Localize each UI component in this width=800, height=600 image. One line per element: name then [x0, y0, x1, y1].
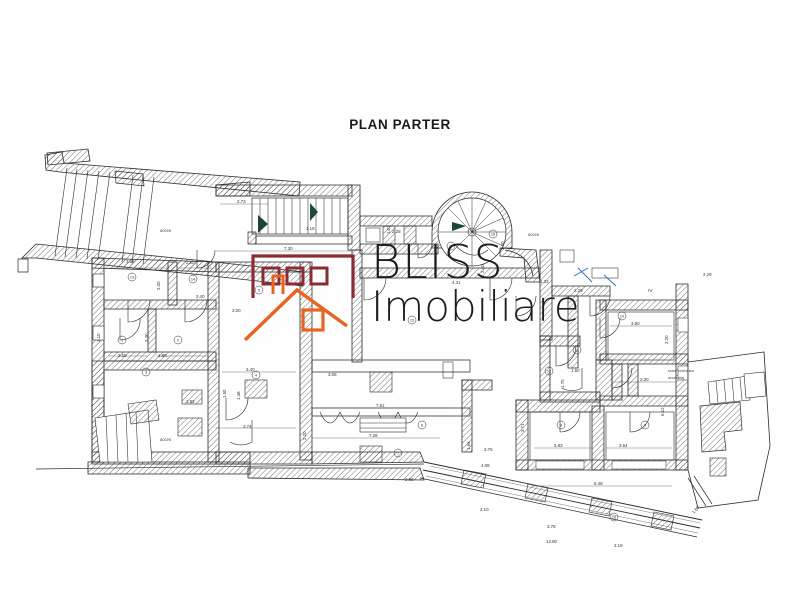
svg-text:1.48: 1.48 — [236, 391, 241, 400]
svg-text:8: 8 — [560, 424, 562, 428]
svg-text:2.86: 2.86 — [405, 477, 414, 482]
svg-text:1.32: 1.32 — [540, 279, 549, 284]
svg-text:3.00: 3.00 — [232, 308, 241, 313]
svg-text:4.31: 4.31 — [452, 280, 461, 285]
svg-text:3.30: 3.30 — [144, 333, 149, 342]
svg-text:3.40: 3.40 — [196, 294, 205, 299]
dimension-labels-vertical: 2.20 3.10 3.30 1.50 1.48 2.20 1.66 3.71 … — [96, 225, 701, 515]
south-boundary-wall — [35, 461, 703, 538]
central-spine-wall — [351, 249, 541, 363]
svg-text:1.80: 1.80 — [158, 353, 167, 358]
svg-text:2.10: 2.10 — [480, 507, 489, 512]
svg-text:1.66: 1.66 — [466, 441, 471, 450]
svg-text:3.80: 3.80 — [631, 321, 640, 326]
svg-text:10: 10 — [620, 315, 624, 319]
svg-text:1.50: 1.50 — [222, 389, 227, 398]
svg-text:4: 4 — [255, 374, 257, 378]
central-large-room — [311, 359, 493, 465]
right-rooms-block — [515, 283, 689, 471]
svg-text:2.28: 2.28 — [392, 229, 401, 234]
svg-text:3.55: 3.55 — [126, 259, 135, 264]
svg-text:17: 17 — [449, 245, 453, 249]
svg-text:2.20: 2.20 — [302, 431, 307, 440]
svg-text:1.92: 1.92 — [186, 399, 195, 404]
svg-text:13: 13 — [130, 276, 134, 280]
annotation-acces-ne: acces — [528, 232, 539, 237]
svg-text:2.20: 2.20 — [156, 281, 161, 290]
upper-corridor — [359, 215, 439, 259]
svg-text:1.50: 1.50 — [571, 368, 580, 373]
exterior-stair-court — [687, 351, 771, 509]
svg-text:2.73: 2.73 — [237, 199, 246, 204]
annotation-acces-nw: acces — [160, 228, 171, 233]
svg-text:14: 14 — [191, 278, 195, 282]
svg-text:18: 18 — [491, 233, 495, 237]
southwest-exterior-stair — [94, 399, 160, 463]
svg-text:3.64: 3.64 — [619, 443, 628, 448]
svg-text:3.74: 3.74 — [243, 424, 252, 429]
svg-text:3.83: 3.83 — [554, 443, 563, 448]
svg-text:3.08: 3.08 — [328, 372, 337, 377]
svg-text:1.70: 1.70 — [560, 379, 565, 388]
svg-text:1.07: 1.07 — [386, 225, 391, 234]
plan-annotations: acces acces acces IV scara exterioara ac… — [160, 228, 694, 442]
svg-text:1: 1 — [121, 339, 123, 343]
svg-text:6: 6 — [421, 424, 423, 428]
annotation-iv: IV — [648, 288, 653, 294]
svg-text:2.29: 2.29 — [703, 272, 712, 277]
svg-text:2.29: 2.29 — [574, 288, 583, 293]
svg-text:11: 11 — [575, 349, 579, 353]
svg-text:6.12: 6.12 — [660, 407, 665, 416]
svg-text:4.08: 4.08 — [481, 463, 490, 468]
svg-text:3.71: 3.71 — [520, 423, 525, 432]
svg-text:2.40: 2.40 — [480, 264, 485, 273]
svg-text:13.80: 13.80 — [546, 539, 558, 544]
svg-text:3.10: 3.10 — [96, 333, 101, 342]
svg-text:3.40: 3.40 — [246, 367, 255, 372]
svg-text:15: 15 — [410, 319, 414, 323]
annotation-scara-exterioara: scara exterioara — [668, 369, 694, 373]
svg-text:2.20: 2.20 — [186, 260, 195, 265]
svg-text:9: 9 — [644, 424, 646, 428]
svg-text:2: 2 — [177, 339, 179, 343]
right-center-rooms — [539, 249, 619, 403]
svg-text:7.30: 7.30 — [284, 246, 293, 251]
dimension-lines — [108, 203, 701, 534]
svg-text:16: 16 — [612, 516, 616, 520]
dimension-labels: 2.73 7.30 1.18 2.28 3.55 2.20 3.40 3.00 … — [118, 199, 712, 548]
svg-text:2.30: 2.30 — [640, 377, 649, 382]
central-hall — [177, 181, 361, 465]
svg-text:3.76: 3.76 — [484, 447, 493, 452]
svg-text:7.28: 7.28 — [369, 433, 378, 438]
page-title: PLAN PARTER — [349, 117, 451, 132]
plan-geometry — [17, 148, 771, 538]
svg-text:2.15: 2.15 — [118, 353, 127, 358]
svg-text:2.20: 2.20 — [664, 335, 669, 344]
svg-text:7.61: 7.61 — [376, 403, 385, 408]
svg-text:1.18: 1.18 — [306, 226, 315, 231]
annotation-acces-etaj: acces etaj — [668, 376, 684, 380]
svg-text:7: 7 — [397, 452, 399, 456]
svg-text:1.40: 1.40 — [500, 241, 505, 250]
svg-text:3.19: 3.19 — [614, 543, 623, 548]
svg-text:3: 3 — [145, 371, 147, 375]
svg-text:1.80: 1.80 — [691, 504, 701, 514]
svg-text:5: 5 — [258, 289, 260, 293]
svg-text:3.78: 3.78 — [547, 524, 556, 529]
svg-text:6.48: 6.48 — [594, 481, 603, 486]
annotation-acces-sw: acces — [160, 437, 171, 442]
svg-text:12: 12 — [547, 370, 551, 374]
